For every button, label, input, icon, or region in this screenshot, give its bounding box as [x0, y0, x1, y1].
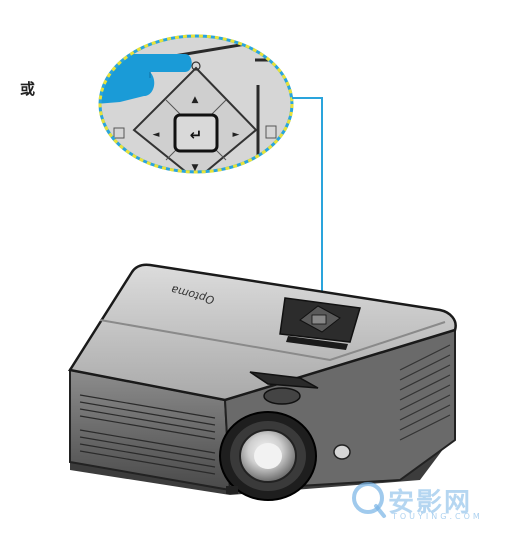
- power-icon: [191, 61, 201, 71]
- menu-icon: [265, 125, 277, 139]
- enter-icon: ↵: [190, 126, 203, 144]
- watermark: 安影网 TOUYING.COM: [350, 478, 510, 528]
- watermark-logo-icon: [352, 482, 386, 518]
- keypad-up-arrow[interactable]: ▲: [192, 95, 199, 105]
- watermark-text: 安影网: [388, 488, 473, 518]
- keypad-left-arrow[interactable]: ◄: [153, 130, 160, 140]
- or-label: 或: [20, 80, 36, 98]
- source-icon: [113, 127, 125, 139]
- ir-sensor: [333, 444, 351, 460]
- watermark-subtext: TOUYING.COM: [392, 512, 483, 521]
- callout-line: [292, 97, 323, 326]
- focus-ring: [263, 387, 301, 405]
- enter-button[interactable]: [173, 113, 219, 153]
- keypad-right-arrow[interactable]: ►: [233, 130, 240, 140]
- keypad-down-arrow[interactable]: ▼: [192, 163, 199, 173]
- projector-body: [67, 263, 457, 501]
- zoom-bubble: [98, 34, 294, 174]
